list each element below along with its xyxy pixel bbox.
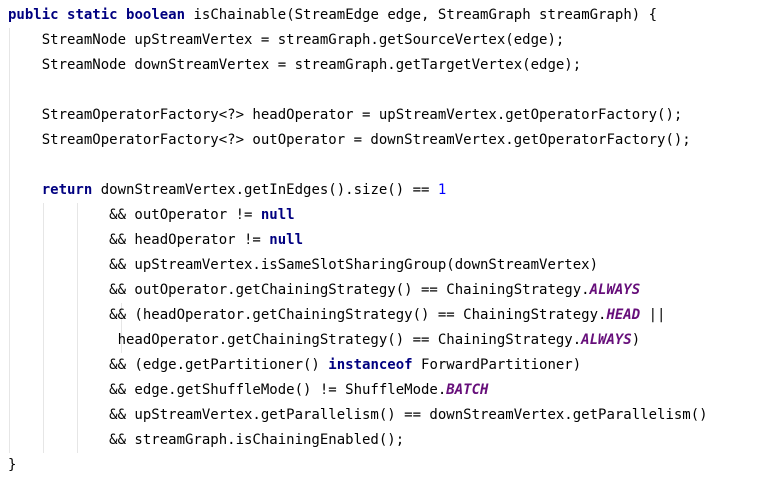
number-token: 1 (437, 182, 447, 198)
code-token: && (headOperator.getChainingStrategy() =… (8, 307, 607, 323)
indent-guide (9, 28, 10, 453)
code-token: ForwardPartitioner) (412, 357, 582, 373)
indent-guide (43, 203, 44, 453)
code-token: && edge.getShuffleMode() != ShuffleMode. (8, 382, 447, 398)
code-line (8, 153, 708, 178)
code-token (118, 7, 126, 23)
code-token: && outOperator.getChainingStrategy() == … (8, 282, 590, 298)
code-line: StreamNode downStreamVertex = streamGrap… (8, 53, 708, 78)
code-line: } (8, 453, 708, 478)
keyword-token: static (67, 7, 118, 23)
code-token: downStreamVertex.getInEdges().size() == (92, 182, 438, 198)
code-token: && outOperator != (8, 207, 261, 223)
code-token: && upStreamVertex.isSameSlotSharingGroup… (8, 257, 599, 273)
code-token (8, 182, 42, 198)
code-line (8, 78, 708, 103)
keyword-token: instanceof (328, 357, 413, 373)
constant-token: ALWAYS (589, 282, 641, 298)
indent-guide (121, 303, 122, 353)
code-line: && outOperator != null (8, 203, 708, 228)
keyword-token: return (41, 182, 93, 198)
constant-token: BATCH (446, 382, 489, 398)
code-line: && headOperator != null (8, 228, 708, 253)
code-token: ) (631, 332, 641, 348)
code-token: headOperator.getChainingStrategy() == Ch… (8, 332, 582, 348)
code-token: && streamGraph.isChainingEnabled(); (8, 432, 405, 448)
code-line: StreamOperatorFactory<?> outOperator = d… (8, 128, 708, 153)
code-line: return downStreamVertex.getInEdges().siz… (8, 178, 708, 203)
code-token: isChainable(StreamEdge edge, StreamGraph… (185, 7, 658, 23)
indent-guide (77, 203, 78, 453)
code-token (59, 7, 67, 23)
constant-token: ALWAYS (581, 332, 632, 348)
code-line: && upStreamVertex.getParallelism() == do… (8, 403, 708, 428)
code-line: headOperator.getChainingStrategy() == Ch… (8, 328, 708, 353)
code-token: || (640, 307, 666, 323)
code-line: StreamOperatorFactory<?> headOperator = … (8, 103, 708, 128)
code-token: StreamOperatorFactory<?> headOperator = … (8, 107, 683, 123)
code-line: public static boolean isChainable(Stream… (8, 3, 708, 28)
code-line: && streamGraph.isChainingEnabled(); (8, 428, 708, 453)
code-token: } (8, 457, 17, 473)
code-token: && (edge.getPartitioner() (8, 357, 329, 373)
keyword-token: boolean (126, 7, 186, 23)
keyword-token: null (269, 232, 304, 248)
code-token: && headOperator != (8, 232, 270, 248)
code-line: && outOperator.getChainingStrategy() == … (8, 278, 708, 303)
constant-token: HEAD (606, 307, 641, 323)
code-token: StreamNode upStreamVertex = streamGraph.… (8, 32, 565, 48)
code-line: StreamNode upStreamVertex = streamGraph.… (8, 28, 708, 53)
code-token: && upStreamVertex.getParallelism() == do… (8, 407, 708, 423)
code-block[interactable]: public static boolean isChainable(Stream… (8, 3, 708, 478)
keyword-token: public (8, 7, 59, 23)
code-line: && upStreamVertex.isSameSlotSharingGroup… (8, 253, 708, 278)
code-line: && (edge.getPartitioner() instanceof For… (8, 353, 708, 378)
code-token: StreamOperatorFactory<?> outOperator = d… (8, 132, 691, 148)
code-line: && edge.getShuffleMode() != ShuffleMode.… (8, 378, 708, 403)
code-line: && (headOperator.getChainingStrategy() =… (8, 303, 708, 328)
code-token: StreamNode downStreamVertex = streamGrap… (8, 57, 582, 73)
keyword-token: null (260, 207, 295, 223)
